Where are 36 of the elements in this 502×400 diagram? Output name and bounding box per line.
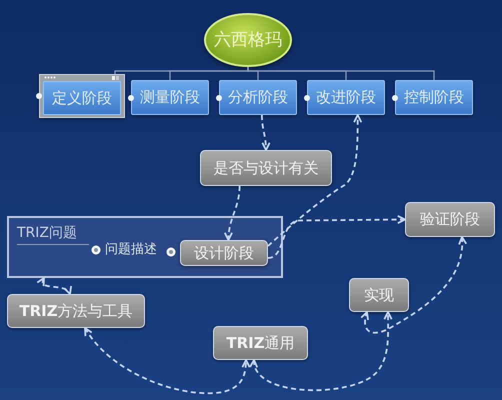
- box-label: 改进阶段: [316, 90, 376, 105]
- rounded-box: [349, 278, 409, 312]
- dashed-arrow: [267, 114, 362, 247]
- dashed-arrow: [84, 327, 250, 394]
- process-box: [219, 80, 297, 115]
- rounded-box: [405, 202, 495, 237]
- dashed-arrow: [224, 186, 240, 241]
- box-label: 测量阶段: [140, 90, 200, 105]
- box-label: TRIZ通用: [226, 336, 295, 350]
- process-box: [395, 80, 473, 115]
- box-label: 是否与设计有关: [214, 160, 318, 176]
- box-label: 实现: [364, 288, 394, 302]
- bullet-text: 问题描述: [105, 243, 157, 256]
- dashed-arrow: [37, 277, 71, 295]
- rounded-box: [7, 294, 145, 328]
- ellipse-node: [204, 13, 292, 67]
- box-label: 验证阶段: [420, 212, 480, 227]
- box-label: 设计阶段: [194, 246, 254, 260]
- process-box: [131, 80, 209, 115]
- rounded-box: [213, 326, 308, 360]
- dashed-arrow: [360, 236, 467, 334]
- window-frame: [39, 74, 125, 118]
- process-box: [307, 80, 385, 115]
- connector-line: [247, 67, 435, 80]
- panel: [7, 216, 283, 278]
- rounded-box: [180, 240, 268, 266]
- panel-heading: TRIZ问题: [17, 226, 89, 245]
- box-label: 六西格玛: [214, 32, 282, 48]
- dashed-arrow: [261, 114, 270, 151]
- rounded-box: [200, 150, 332, 186]
- dashed-arrow: [250, 311, 393, 391]
- box-label: 分析阶段: [228, 90, 288, 105]
- box-label: TRIZ方法与工具: [19, 304, 133, 318]
- box-label: 定义阶段: [52, 90, 112, 106]
- dashed-arrow: [268, 215, 406, 259]
- box-label: 控制阶段: [404, 90, 464, 105]
